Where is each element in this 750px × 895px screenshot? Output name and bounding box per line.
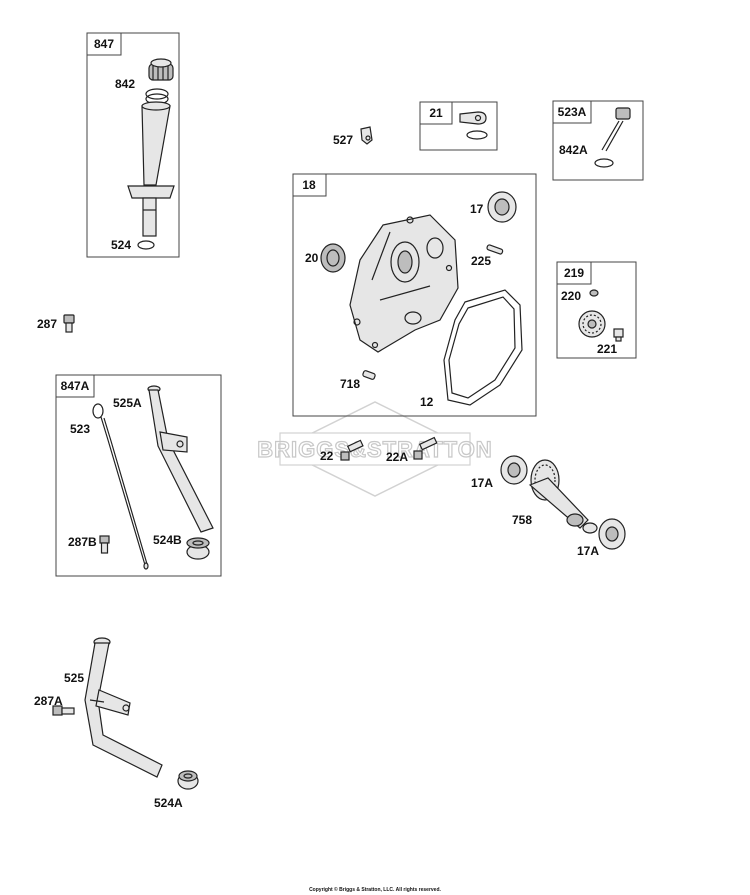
dowel-pin-icon	[486, 244, 504, 255]
dowel-pin-icon	[362, 370, 376, 380]
bolt-icon	[63, 314, 75, 333]
dipstick-tube-icon	[127, 101, 175, 237]
o-ring-icon	[594, 158, 614, 168]
part-label-525A: 525A	[113, 396, 142, 410]
part-label-718: 718	[340, 377, 360, 391]
oil-seal-icon	[320, 243, 346, 273]
group-tag-21	[419, 101, 453, 125]
group-label-21: 21	[429, 106, 443, 120]
ball-bearing-icon	[500, 455, 528, 485]
grommet-icon	[177, 770, 199, 790]
ball-bearing-icon	[598, 518, 626, 550]
part-label-17A-top: 17A	[471, 476, 493, 490]
copyright-notice: Copyright © Briggs & Stratton, LLC. All …	[309, 886, 441, 893]
dipstick-icon	[601, 107, 631, 152]
group-box-21	[419, 101, 498, 151]
part-label-22: 22	[320, 449, 334, 463]
part-label-524B: 524B	[153, 533, 182, 547]
part-label-524A: 524A	[154, 796, 183, 810]
group-label-18: 18	[302, 178, 316, 192]
part-label-523: 523	[70, 422, 90, 436]
part-label-221: 221	[597, 342, 617, 356]
grommet-icon	[186, 537, 210, 560]
gasket-icon	[443, 289, 523, 406]
group-label-847: 847	[94, 37, 114, 51]
group-box-523A	[552, 100, 644, 181]
part-label-842A: 842A	[559, 143, 588, 157]
part-label-527: 527	[333, 133, 353, 147]
part-label-525: 525	[64, 671, 84, 685]
group-label-523A: 523A	[558, 105, 587, 119]
part-label-842: 842	[115, 77, 135, 91]
part-label-287A: 287A	[34, 694, 63, 708]
part-label-287B: 287B	[68, 535, 97, 549]
part-label-287: 287	[37, 317, 57, 331]
clip-icon	[360, 126, 373, 145]
washer-icon	[589, 289, 599, 297]
part-label-220: 220	[561, 289, 581, 303]
part-label-12: 12	[420, 395, 434, 409]
part-label-17A-bottom: 17A	[577, 544, 599, 558]
group-box-18	[292, 173, 537, 417]
group-label-847A: 847A	[61, 379, 90, 393]
watermark-text: BRIGGS&STRATTON	[257, 437, 492, 462]
governor-gear-icon	[578, 310, 606, 338]
breather-tube-icon	[84, 637, 163, 778]
shaft-pin-icon	[613, 328, 624, 342]
group-tag-18	[292, 173, 327, 197]
part-label-225: 225	[471, 254, 491, 268]
bolt-icon	[413, 436, 438, 460]
part-label-22A: 22A	[386, 450, 408, 464]
dipstick-icon	[92, 403, 149, 570]
gasket-icon	[466, 130, 488, 140]
part-label-758: 758	[512, 513, 532, 527]
bolt-icon	[99, 535, 110, 554]
group-box-847A	[55, 374, 222, 577]
group-tag-523A	[552, 100, 592, 124]
group-box-219	[556, 261, 637, 359]
part-label-524: 524	[111, 238, 131, 252]
o-ring-icon	[137, 240, 155, 250]
crankcase-cover-icon	[349, 214, 459, 353]
ball-bearing-icon	[487, 191, 517, 223]
group-tag-847	[86, 32, 122, 56]
part-label-20: 20	[305, 251, 319, 265]
oil-fill-cap-icon	[148, 58, 174, 81]
brand-watermark: BRIGGS&STRATTON	[257, 401, 492, 497]
breather-tube-icon	[147, 385, 214, 533]
bolt-icon	[52, 705, 75, 716]
camshaft-icon	[528, 459, 598, 534]
group-tag-219	[556, 261, 592, 285]
part-label-17: 17	[470, 202, 484, 216]
group-label-219: 219	[564, 266, 584, 280]
bolt-icon	[340, 439, 364, 461]
breather-plate-icon	[459, 111, 487, 125]
group-box-847	[86, 32, 180, 258]
group-tag-847A	[55, 374, 95, 398]
